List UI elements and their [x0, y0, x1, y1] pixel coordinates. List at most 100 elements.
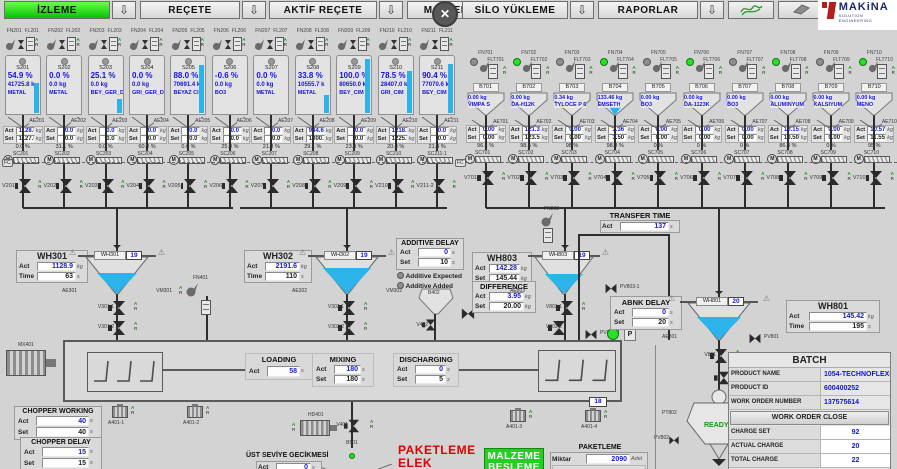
a401-4-motor[interactable] [585, 408, 601, 422]
discharge-valve-icon[interactable] [476, 170, 495, 186]
valve-icon[interactable] [224, 39, 232, 50]
chopper-working-set[interactable]: 40 [36, 427, 89, 437]
mixing-set[interactable]: 180 [334, 375, 361, 384]
set-weight-value[interactable]: 0.0 [57, 135, 77, 143]
tab-recete[interactable]: REÇETE [140, 1, 240, 19]
set-weight-value[interactable]: 0.00 [564, 134, 584, 142]
discharge-valve-icon[interactable] [13, 178, 32, 194]
discharge-valve-icon[interactable] [96, 178, 115, 194]
additive-bin[interactable]: 0.00 kg BO3 [637, 92, 680, 116]
discharge-valve-icon[interactable] [345, 178, 363, 194]
silo[interactable]: S207 0.0 % 0.0 kg METAL [253, 55, 290, 115]
fan-icon[interactable] [378, 39, 389, 51]
set-weight-value[interactable]: 0.0 [430, 135, 450, 143]
additive-bin[interactable]: 0.34 kg TYLOCE P 6 [550, 92, 593, 116]
tab-raporlar[interactable]: RAPORLAR [598, 1, 698, 19]
b402-hopper[interactable]: B402 [418, 288, 454, 321]
dropdown-arrow-icon[interactable]: ⇩ [570, 1, 594, 19]
valve-pv801[interactable]: PV801 [740, 330, 779, 346]
valve-icon[interactable] [58, 39, 66, 50]
discharging-set[interactable]: 5 [415, 375, 446, 384]
abnk-delay-set[interactable]: 20 [632, 318, 669, 327]
fan-icon[interactable] [295, 39, 306, 51]
set-weight-value[interactable]: 0.00 [478, 134, 498, 142]
fan-icon[interactable] [212, 39, 223, 51]
discharge-valve-icon[interactable] [778, 170, 797, 186]
fan-icon[interactable] [46, 39, 57, 51]
set-weight-value[interactable]: 0.00 [694, 134, 714, 142]
set-weight-value[interactable]: 3.50 [608, 134, 628, 142]
fan-icon[interactable] [5, 39, 16, 51]
screw-conveyor[interactable]: SC204 M [126, 151, 167, 165]
valve-v803-2[interactable]: V803-2 [546, 320, 582, 336]
tab-izleme[interactable]: İZLEME [4, 1, 110, 19]
screw-conveyor[interactable]: SC710 M [853, 150, 896, 164]
set-weight-value[interactable]: 0.0 [264, 135, 284, 143]
set-weight-value[interactable]: 1127.0 [15, 135, 35, 143]
difference-set[interactable]: 20.00 [489, 302, 524, 311]
fan-icon[interactable] [129, 39, 140, 51]
fan-icon[interactable] [738, 61, 749, 73]
wh801-hopper[interactable]: ⚠ ⚠ WH801 20 AE801 [662, 294, 770, 341]
fan-icon[interactable] [419, 39, 430, 51]
a401-1-motor[interactable] [112, 404, 128, 418]
screw-conveyor[interactable]: SC203 M [85, 151, 126, 165]
additive-bin[interactable]: 0.00 kg DA-1123K [680, 92, 723, 116]
valve-icon[interactable] [390, 39, 398, 50]
charge-set-value[interactable]: 92 [821, 426, 890, 439]
set-weight-value[interactable]: 123.50 [521, 134, 541, 142]
discharge-valve-icon[interactable] [138, 178, 156, 194]
fan-icon[interactable] [522, 61, 533, 73]
additive-bin[interactable]: 0.00 kg VIMPA S [464, 92, 507, 116]
silo[interactable]: S203 25.1 % 0.0 kg BEY_GER_DON [87, 55, 124, 115]
valve-pv803-1[interactable]: PV803-1 [596, 280, 639, 296]
discharge-valve-icon[interactable] [303, 178, 322, 194]
discharge-valve-icon[interactable] [519, 170, 538, 186]
discharge-valve-icon[interactable] [606, 170, 624, 186]
additive-bin[interactable]: 0.00 kg DA-H12K [507, 92, 550, 116]
fan-icon[interactable] [88, 39, 99, 51]
fan-icon[interactable] [254, 39, 265, 51]
set-weight-value[interactable]: 11.55 [867, 134, 887, 142]
valve-icon[interactable] [349, 39, 357, 50]
fan-icon[interactable] [171, 39, 182, 51]
fan-icon[interactable] [337, 39, 348, 51]
valve-icon[interactable] [183, 39, 191, 50]
work-order-close-button[interactable]: WORK ORDER CLOSE [730, 411, 889, 425]
set-weight-value[interactable]: 0.0 [140, 135, 160, 143]
chopper-delay-set[interactable]: 15 [42, 458, 89, 468]
additive-bin[interactable]: 0.00 kg MENO [853, 92, 896, 116]
valve-v402[interactable]: V402 [414, 318, 448, 334]
silo[interactable]: S204 0.0 % 0.0 kg GRI_GER_DON [129, 55, 166, 115]
silo[interactable]: S206 -0.6 % 0.0 kg BO3 [211, 55, 248, 115]
discharge-valve-icon[interactable] [179, 178, 197, 194]
discharge-valve-icon[interactable] [692, 170, 711, 186]
fan-icon[interactable] [609, 61, 620, 73]
additive-bin[interactable]: 0.00 kg KALSIYUM [810, 92, 853, 116]
screw-conveyor[interactable]: SC205 M [168, 151, 209, 165]
fan-icon[interactable] [479, 61, 490, 73]
additive-bin[interactable]: 133.46 kg EMSETH [594, 92, 637, 116]
silo[interactable]: S208 33.8 % 10555.7 k METAL [294, 55, 331, 115]
valve-v802[interactable] [706, 370, 740, 386]
additive-bin[interactable]: 0.00 kg ALUMINYUM [766, 92, 809, 116]
scribble-icon-button[interactable] [728, 1, 774, 19]
set-weight-value[interactable]: 0.00 [737, 134, 757, 142]
set-weight-value[interactable]: 1225.0 [388, 135, 408, 143]
silo[interactable]: S211 90.4 % 77070.6 k BEY_CIM [419, 55, 456, 115]
set-weight-value[interactable]: 0.00 [824, 134, 844, 142]
additive-delay-set[interactable]: 10 [418, 258, 451, 267]
silo[interactable]: S210 78.5 % 28407.0 k GRI_CIM [377, 55, 414, 115]
fan-icon[interactable] [652, 61, 663, 73]
valve-icon[interactable] [431, 39, 439, 50]
wh302-hopper[interactable]: ⚠ ⚠ WH302 19 AE302 VM302 [292, 248, 402, 295]
discharge-valve-icon[interactable] [262, 178, 280, 194]
close-icon[interactable]: ✕ [432, 1, 458, 27]
a401-3-motor[interactable] [510, 408, 526, 422]
